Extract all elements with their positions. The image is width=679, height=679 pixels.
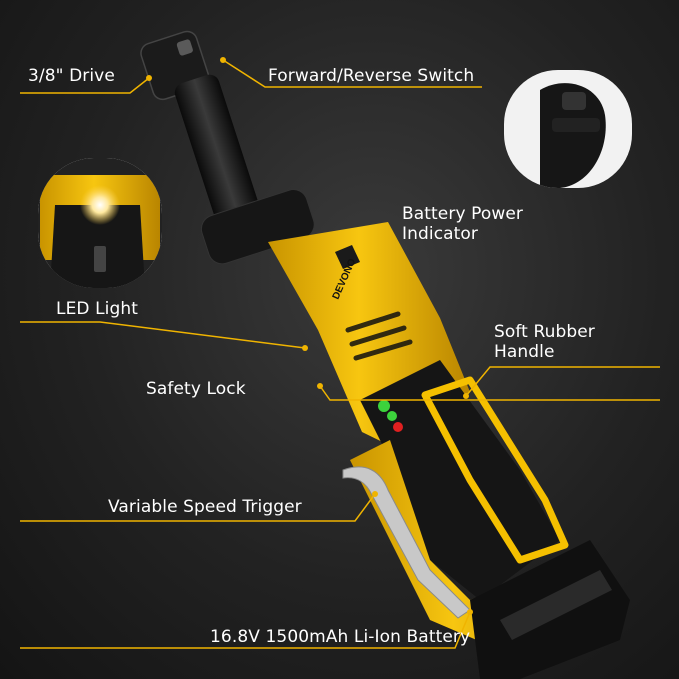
callout-lines [20, 59, 660, 649]
drive-label: 3/8" Drive [28, 66, 115, 86]
battery-label: 16.8V 1500mAh Li-Ion Battery [210, 627, 471, 647]
trigger-label: Variable Speed Trigger [108, 497, 302, 517]
indicator-lights [378, 400, 403, 432]
switch-inset [504, 70, 632, 188]
indicator-label: Battery Power Indicator [402, 204, 524, 244]
led-label: LED Light [56, 299, 139, 319]
trigger [342, 466, 471, 619]
safety-label: Safety Lock [146, 379, 246, 399]
handle-label: Soft Rubber Handle [494, 322, 595, 362]
battery [470, 540, 630, 679]
led-inset [38, 158, 162, 288]
switch-label: Forward/Reverse Switch [268, 66, 475, 86]
ratchet-head [140, 30, 315, 265]
callout-dots [146, 57, 473, 615]
